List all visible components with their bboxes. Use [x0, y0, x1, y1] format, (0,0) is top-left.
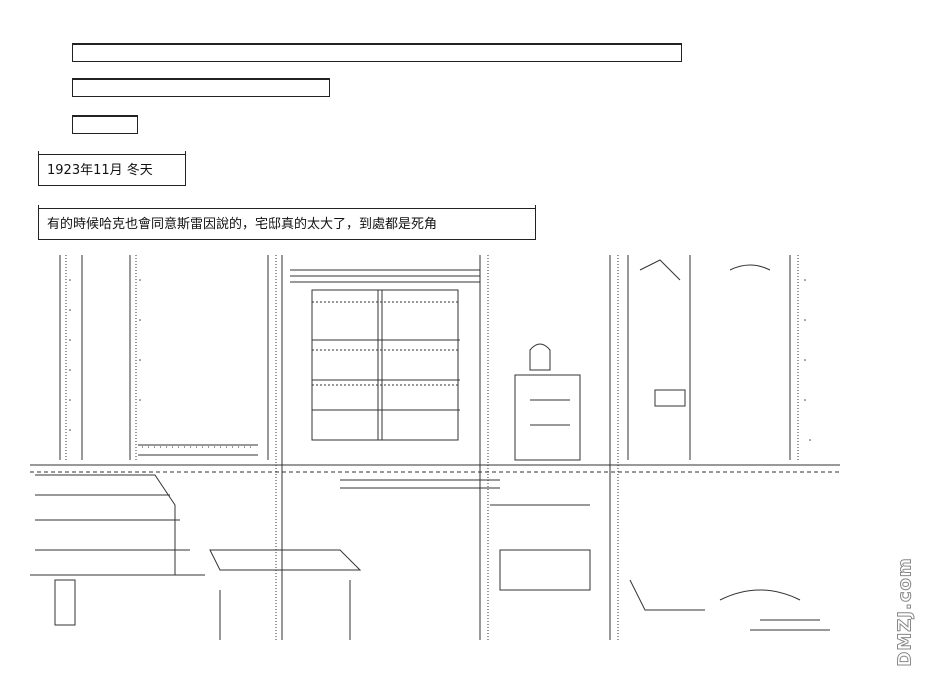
narration-caption-box: 有的時候哈克也會同意斯雷因說的，宅邸真的太大了，到處都是死角 [38, 205, 536, 240]
empty-frame-wide [72, 43, 682, 62]
site-watermark: DMZJ.com [894, 557, 916, 667]
watermark-text: DMZJ.com [894, 557, 916, 667]
mansion-interior-illustration [30, 255, 840, 640]
empty-frame-small [72, 115, 138, 134]
ascii-art-scene [30, 250, 840, 650]
date-caption-text: 1923年11月 冬天 [47, 162, 153, 178]
date-caption-box: 1923年11月 冬天 [38, 151, 186, 186]
empty-frame-medium [72, 78, 330, 97]
narration-caption-text: 有的時候哈克也會同意斯雷因說的，宅邸真的太大了，到處都是死角 [47, 216, 438, 232]
